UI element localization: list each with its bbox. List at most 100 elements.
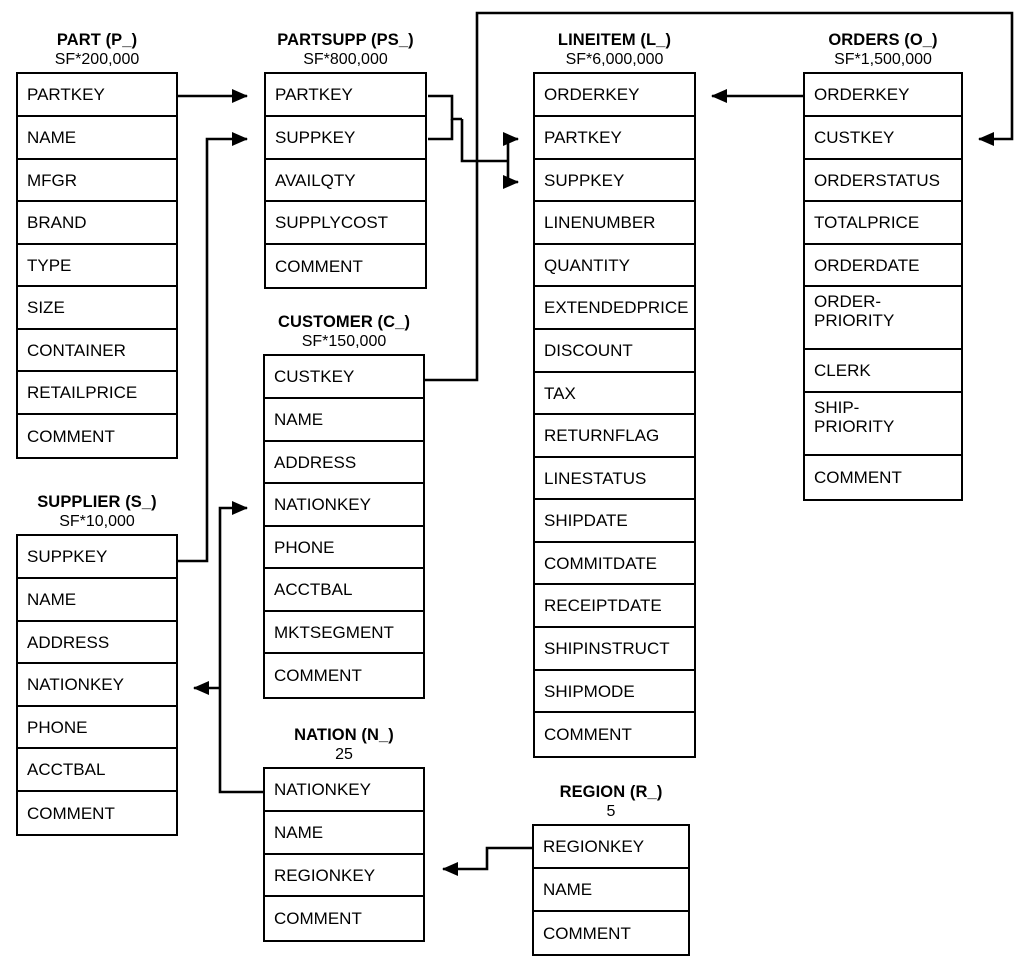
- field-supplier-phone[interactable]: PHONE: [18, 707, 176, 749]
- field-lineitem-suppkey[interactable]: SUPPKEY: [535, 160, 694, 202]
- field-lineitem-commitdate[interactable]: COMMITDATE: [535, 543, 694, 585]
- field-lineitem-receiptdate[interactable]: RECEIPTDATE: [535, 585, 694, 628]
- wire-nation-to-customer: [218, 501, 263, 794]
- entity-part-cardinality: SF*200,000: [54, 51, 140, 68]
- field-customer-name[interactable]: NAME: [265, 399, 423, 442]
- field-orders-totalprice[interactable]: TOTALPRICE: [805, 202, 961, 245]
- field-supplier-address[interactable]: ADDRESS: [18, 622, 176, 664]
- field-orders-shippriority-line2: PRIORITY: [814, 417, 895, 436]
- entity-partsupp-cardinality: SF*800,000: [303, 51, 388, 68]
- field-customer-address[interactable]: ADDRESS: [265, 442, 423, 484]
- field-orders-custkey[interactable]: CUSTKEY: [805, 117, 961, 160]
- field-part-name[interactable]: NAME: [18, 117, 176, 160]
- field-supplier-nationkey[interactable]: NATIONKEY: [18, 664, 176, 707]
- field-part-partkey[interactable]: PARTKEY: [18, 74, 176, 117]
- field-part-container[interactable]: CONTAINER: [18, 330, 176, 372]
- field-nation-regionkey[interactable]: REGIONKEY: [265, 855, 423, 897]
- entity-part[interactable]: PART (P_) SF*200,000 PARTKEY NAME MFGR B…: [16, 30, 178, 459]
- entity-nation[interactable]: NATION (N_) 25 NATIONKEY NAME REGIONKEY …: [263, 725, 425, 942]
- field-region-name[interactable]: NAME: [534, 869, 688, 912]
- field-lineitem-shipmode[interactable]: SHIPMODE: [535, 671, 694, 713]
- field-customer-mktsegment[interactable]: MKTSEGMENT: [265, 612, 423, 654]
- field-orders-orderpriority-line1: ORDER-: [814, 292, 882, 311]
- field-lineitem-linestatus[interactable]: LINESTATUS: [535, 458, 694, 500]
- entity-part-fieldlist: PARTKEY NAME MFGR BRAND TYPE SIZE CONTAI…: [16, 72, 178, 459]
- field-orders-orderpriority[interactable]: ORDER- PRIORITY: [805, 287, 961, 350]
- entity-partsupp[interactable]: PARTSUPP (PS_) SF*800,000 PARTKEY SUPPKE…: [264, 30, 427, 289]
- field-lineitem-quantity[interactable]: QUANTITY: [535, 245, 694, 287]
- wire-partsupp-merge: [460, 119, 508, 163]
- field-supplier-comment[interactable]: COMMENT: [18, 792, 176, 834]
- entity-orders-cardinality: SF*1,500,000: [834, 51, 932, 68]
- field-orders-comment[interactable]: COMMENT: [805, 456, 961, 499]
- entity-partsupp-title: PARTSUPP (PS_): [277, 31, 414, 49]
- entity-region-title: REGION (R_): [559, 783, 663, 801]
- field-supplier-acctbal[interactable]: ACCTBAL: [18, 749, 176, 792]
- field-customer-phone[interactable]: PHONE: [265, 527, 423, 569]
- field-orders-orderstatus[interactable]: ORDERSTATUS: [805, 160, 961, 202]
- field-part-retailprice[interactable]: RETAILPRICE: [18, 372, 176, 415]
- entity-region[interactable]: REGION (R_) 5 REGIONKEY NAME COMMENT: [532, 782, 690, 956]
- field-part-mfgr[interactable]: MFGR: [18, 160, 176, 202]
- field-lineitem-comment[interactable]: COMMENT: [535, 713, 694, 756]
- field-orders-clerk[interactable]: CLERK: [805, 350, 961, 393]
- field-nation-name[interactable]: NAME: [265, 812, 423, 855]
- field-orders-orderdate[interactable]: ORDERDATE: [805, 245, 961, 287]
- entity-orders-title: ORDERS (O_): [828, 31, 938, 49]
- field-partsupp-comment[interactable]: COMMENT: [266, 245, 425, 287]
- field-lineitem-orderkey[interactable]: ORDERKEY: [535, 74, 694, 117]
- entity-customer-title: CUSTOMER (C_): [277, 313, 411, 331]
- field-lineitem-returnflag[interactable]: RETURNFLAG: [535, 415, 694, 458]
- entity-orders-fieldlist: ORDERKEY CUSTKEY ORDERSTATUS TOTALPRICE …: [803, 72, 963, 501]
- field-customer-comment[interactable]: COMMENT: [265, 654, 423, 697]
- entity-supplier[interactable]: SUPPLIER (S_) SF*10,000 SUPPKEY NAME ADD…: [16, 492, 178, 836]
- entity-region-fieldlist: REGIONKEY NAME COMMENT: [532, 824, 690, 956]
- wire-supplier-to-partsupp: [178, 132, 248, 563]
- entity-customer[interactable]: CUSTOMER (C_) SF*150,000 CUSTKEY NAME AD…: [263, 312, 425, 699]
- field-supplier-suppkey[interactable]: SUPPKEY: [18, 536, 176, 579]
- entity-region-cardinality: 5: [606, 803, 616, 820]
- entity-orders[interactable]: ORDERS (O_) SF*1,500,000 ORDERKEY CUSTKE…: [803, 30, 963, 501]
- wire-region-to-nation: [442, 846, 532, 876]
- field-nation-comment[interactable]: COMMENT: [265, 897, 423, 940]
- field-partsupp-partkey[interactable]: PARTKEY: [266, 74, 425, 117]
- wire-partsupp-suppkey-out: [428, 119, 454, 141]
- wire-to-lineitem-suppkey: [503, 161, 519, 189]
- field-lineitem-shipinstruct[interactable]: SHIPINSTRUCT: [535, 628, 694, 671]
- field-part-type[interactable]: TYPE: [18, 245, 176, 287]
- field-customer-acctbal[interactable]: ACCTBAL: [265, 569, 423, 612]
- field-supplier-name[interactable]: NAME: [18, 579, 176, 622]
- wire-to-lineitem-partkey: [503, 132, 519, 161]
- entity-supplier-title: SUPPLIER (S_): [37, 493, 157, 511]
- entity-lineitem-title: LINEITEM (L_): [557, 31, 672, 49]
- field-part-comment[interactable]: COMMENT: [18, 415, 176, 457]
- field-customer-custkey[interactable]: CUSTKEY: [265, 356, 423, 399]
- field-partsupp-suppkey[interactable]: SUPPKEY: [266, 117, 425, 160]
- field-lineitem-partkey[interactable]: PARTKEY: [535, 117, 694, 160]
- field-orders-shippriority-line1: SHIP-: [814, 398, 860, 417]
- field-region-regionkey[interactable]: REGIONKEY: [534, 826, 688, 869]
- entity-lineitem[interactable]: LINEITEM (L_) SF*6,000,000 ORDERKEY PART…: [533, 30, 696, 758]
- field-lineitem-extendedprice[interactable]: EXTENDEDPRICE: [535, 287, 694, 330]
- field-lineitem-discount[interactable]: DISCOUNT: [535, 330, 694, 373]
- entity-customer-fieldlist: CUSTKEY NAME ADDRESS NATIONKEY PHONE ACC…: [263, 354, 425, 699]
- field-lineitem-shipdate[interactable]: SHIPDATE: [535, 500, 694, 543]
- field-orders-orderpriority-line2: PRIORITY: [814, 311, 895, 330]
- field-orders-orderkey[interactable]: ORDERKEY: [805, 74, 961, 117]
- entity-nation-fieldlist: NATIONKEY NAME REGIONKEY COMMENT: [263, 767, 425, 942]
- field-lineitem-tax[interactable]: TAX: [535, 373, 694, 415]
- field-partsupp-supplycost[interactable]: SUPPLYCOST: [266, 202, 425, 245]
- field-partsupp-availqty[interactable]: AVAILQTY: [266, 160, 425, 202]
- field-lineitem-linenumber[interactable]: LINENUMBER: [535, 202, 694, 245]
- entity-nation-title: NATION (N_): [294, 726, 394, 744]
- field-part-size[interactable]: SIZE: [18, 287, 176, 330]
- entity-supplier-cardinality: SF*10,000: [59, 513, 135, 530]
- entity-part-title: PART (P_): [56, 31, 138, 49]
- field-orders-shippriority[interactable]: SHIP- PRIORITY: [805, 393, 961, 456]
- field-nation-nationkey[interactable]: NATIONKEY: [265, 769, 423, 812]
- field-part-brand[interactable]: BRAND: [18, 202, 176, 245]
- field-customer-nationkey[interactable]: NATIONKEY: [265, 484, 423, 527]
- entity-nation-cardinality: 25: [335, 746, 353, 763]
- field-region-comment[interactable]: COMMENT: [534, 912, 688, 954]
